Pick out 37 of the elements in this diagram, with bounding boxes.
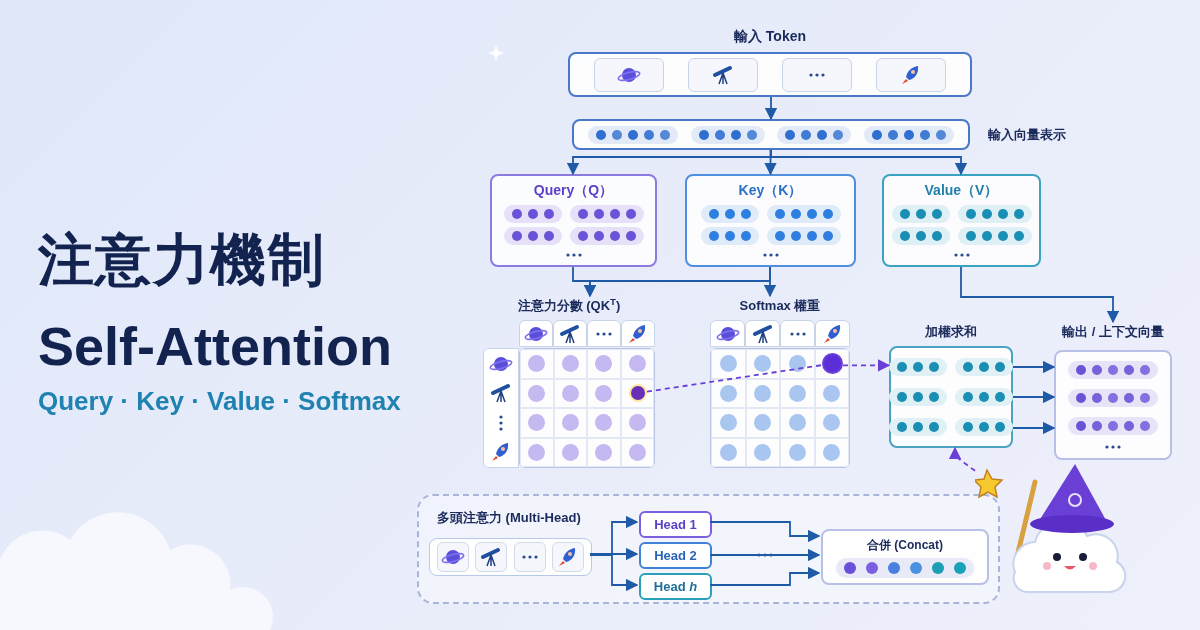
dashed-arrow (948, 446, 976, 472)
card-heading: Query（Q） (533, 181, 614, 200)
head-box: Head 1 (639, 511, 712, 538)
head-box: Head h (639, 573, 712, 600)
embedding-bar (572, 119, 970, 150)
panel-heading: 多頭注意力 (Multi-Head) (437, 509, 581, 527)
concat-card (821, 529, 989, 585)
head-box: Head 2 (639, 542, 712, 569)
arrow (770, 149, 968, 176)
arrow (589, 547, 639, 561)
card-heading: 合併 (Concat) (867, 537, 943, 554)
dashed-arrow (842, 359, 891, 372)
arrow (763, 266, 777, 298)
matrix-heading: Softmax 權重 (738, 297, 822, 315)
matrix-heading: 注意力分數 (QK$^{T}$) (516, 296, 622, 315)
multi-head-panel (417, 494, 1000, 604)
arrow (1012, 360, 1056, 374)
arrow (764, 96, 778, 121)
subtitle: Query · Key · Value · Softmax (38, 385, 401, 418)
matrix-card (685, 174, 856, 267)
matrix-card (882, 174, 1041, 267)
matrix-card (490, 174, 657, 267)
title-text: Self-Attention (38, 315, 392, 378)
arrow (709, 548, 821, 562)
arrow (709, 566, 821, 586)
card-heading: Key（K） (738, 181, 803, 200)
section-heading: 輸入 Token (732, 27, 808, 46)
arrow (1012, 421, 1056, 435)
card-heading: Value（V） (924, 181, 999, 200)
section-heading: 輸出 / 上下文向量 (1061, 323, 1165, 341)
arrow (709, 521, 821, 543)
side-label: 輸入向量表示 (988, 126, 1066, 144)
arrow (1012, 390, 1056, 404)
arrow (960, 266, 1120, 324)
title-text: 注意力機制 (38, 227, 325, 293)
section-heading: 加權求和 (924, 323, 978, 341)
token-panel (429, 538, 592, 576)
